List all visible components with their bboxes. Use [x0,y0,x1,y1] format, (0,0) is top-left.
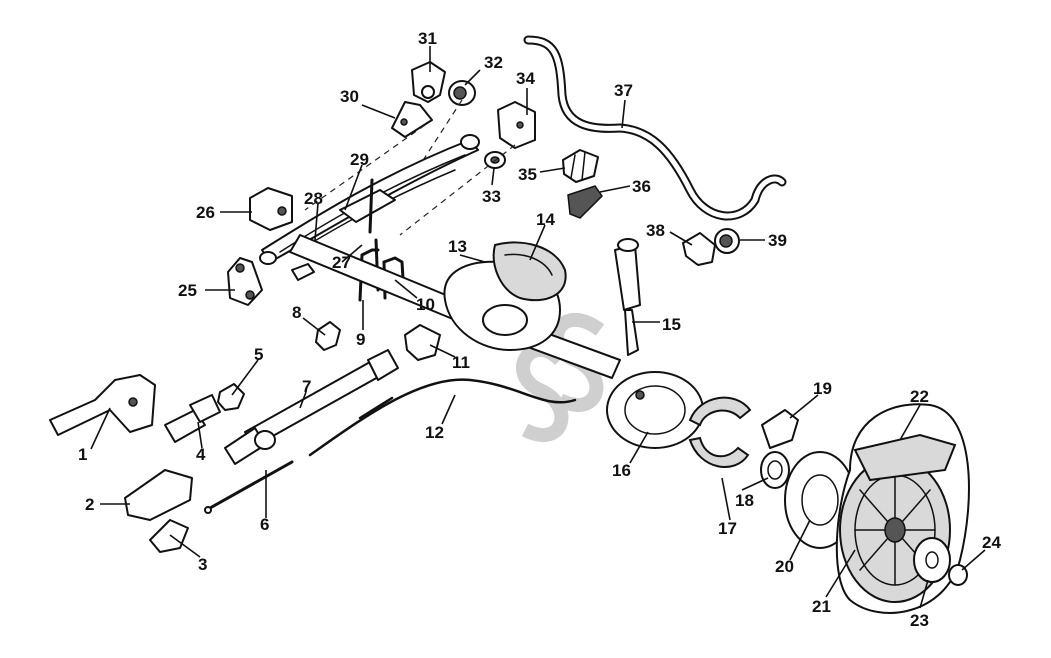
callout-6: 6 [260,515,269,534]
callout-16: 16 [612,461,631,480]
bushing-32 [448,80,476,106]
callout-1: 1 [78,445,87,464]
callout-26: 26 [196,203,215,222]
hanger-26 [249,187,293,231]
callout-15: 15 [662,315,681,334]
drive-shaft [224,349,399,465]
brake-cable-12 [308,378,577,457]
bolt-27 [291,263,315,281]
callout-30: 30 [340,87,359,106]
slip-yoke-4 [164,394,221,443]
clamp-35 [562,149,599,183]
callout-24: 24 [982,533,1001,552]
callout-20: 20 [775,557,794,576]
callout-38: 38 [646,221,665,240]
callout-36: 36 [632,177,651,196]
callout-25: 25 [178,281,197,300]
callout-22: 22 [910,387,929,406]
callout-28: 28 [304,189,323,208]
callout-4: 4 [196,445,206,464]
shock-absorber [614,238,641,356]
bushing-39 [714,228,740,254]
assembly-guides [304,99,516,236]
callout-labels: 1 2 3 4 5 6 7 8 9 10 11 12 13 14 15 16 1… [78,29,1001,630]
wheel-cylinder [761,409,799,449]
callout-13: 13 [448,237,467,256]
callout-18: 18 [735,491,754,510]
hub-18 [760,451,790,489]
callout-31: 31 [418,29,437,48]
yoke-11 [404,324,441,361]
callout-5: 5 [254,345,263,364]
callout-19: 19 [813,379,832,398]
callout-33: 33 [482,187,501,206]
hub-cap [913,537,951,583]
callout-37: 37 [614,81,633,100]
clip-3 [149,519,189,553]
shackle-25 [227,257,263,306]
bracket-34 [497,101,536,149]
bracket-38 [682,232,716,266]
callout-9: 9 [356,330,365,349]
u-joint-8 [315,321,341,351]
bracket-31 [411,61,446,103]
callout-32: 32 [484,53,503,72]
cable-6 [204,460,294,514]
callout-21: 21 [812,597,831,616]
bracket-30 [391,101,433,138]
parking-brake-lever [49,374,156,436]
callout-8: 8 [292,303,301,322]
brake-shoes [688,396,752,468]
callout-35: 35 [518,165,537,184]
callout-34: 34 [516,69,535,88]
u-joint-5 [217,383,245,411]
callout-10: 10 [416,295,435,314]
callout-27: 27 [332,253,351,272]
callout-2: 2 [85,495,94,514]
bushing-36 [567,185,603,219]
axle-housing [289,234,621,379]
bracket-2 [124,469,193,521]
sway-bar [523,35,787,221]
callout-29: 29 [350,150,369,169]
callout-11: 11 [452,353,470,372]
callout-7: 7 [302,377,311,396]
callout-23: 23 [910,611,929,630]
callout-17: 17 [718,519,737,538]
backing-plate [606,371,704,449]
callout-39: 39 [768,231,787,250]
leader-lines [90,46,986,609]
callout-14: 14 [536,210,555,229]
callout-3: 3 [198,555,207,574]
callout-12: 12 [425,423,444,442]
